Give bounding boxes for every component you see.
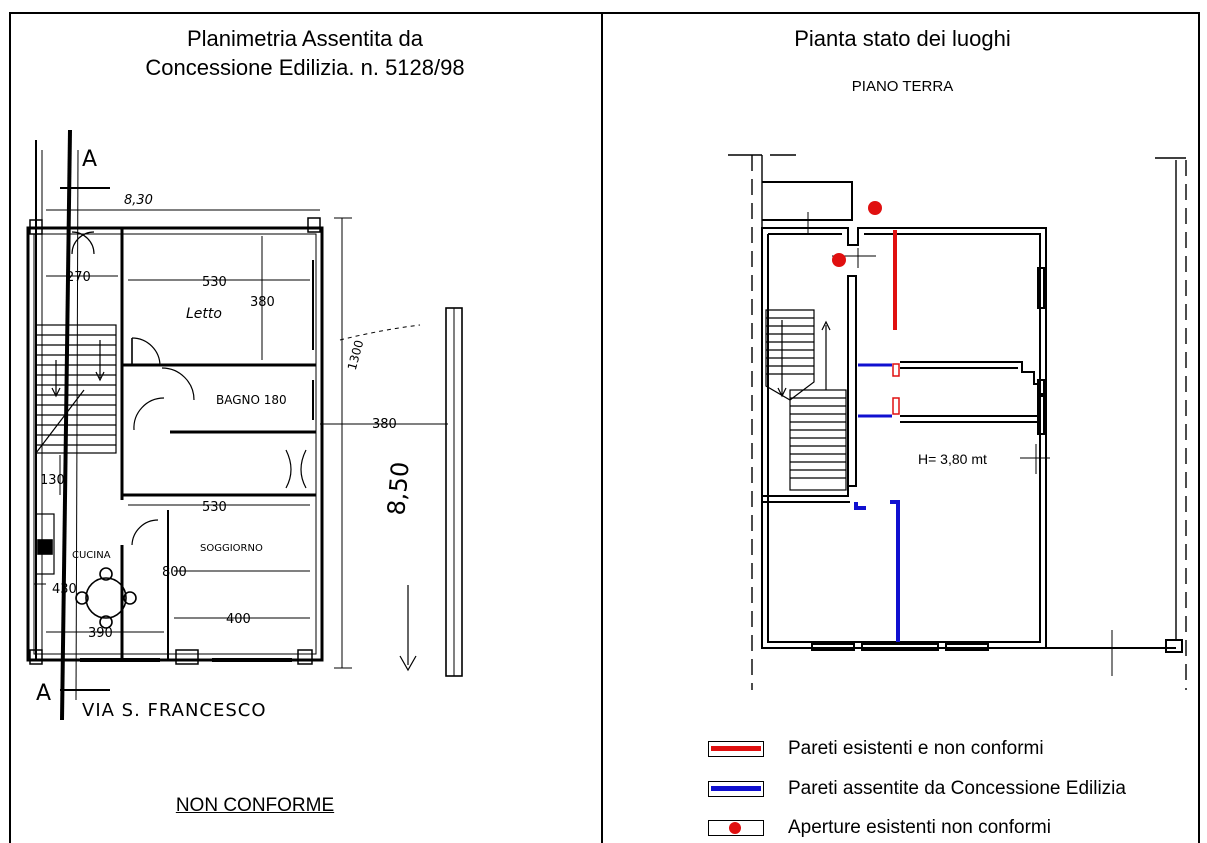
section-a-bottom: A xyxy=(36,681,51,706)
legend-red-bar-icon xyxy=(708,741,764,757)
legend-text-red-walls: Pareti esistenti e non conformi xyxy=(788,738,1044,759)
dim-430: 430 xyxy=(52,582,77,597)
legend-text-openings: Aperture esistenti non conformi xyxy=(788,817,1051,838)
dim-380-side: 380 xyxy=(372,417,397,432)
section-a-top: A xyxy=(82,147,97,172)
legend-blue-bar-icon xyxy=(708,781,764,797)
legend-row-openings: Aperture esistenti non conformi xyxy=(708,816,1051,840)
dim-width-total: 8,30 xyxy=(124,193,153,208)
non-conforming-opening-2 xyxy=(832,253,846,267)
left-panel-title: Planimetria Assentita da Concessione Edi… xyxy=(20,24,590,82)
dim-800: 800 xyxy=(162,565,187,580)
panel-divider xyxy=(601,12,603,843)
dim-380-room: 380 xyxy=(250,295,275,310)
street-label: VIA S. FRANCESCO xyxy=(82,700,267,721)
dim-130: 130 xyxy=(40,473,65,488)
legend-row-red-walls: Pareti esistenti e non conformi xyxy=(708,737,1044,761)
dim-390: 390 xyxy=(88,626,113,641)
room-soggiorno: SOGGIORNO xyxy=(200,543,263,554)
approved-outer-walls xyxy=(26,226,324,662)
kitchen-table-icon xyxy=(85,577,127,619)
left-title-line1: Planimetria Assentita da xyxy=(186,26,424,51)
non-conforming-opening-1 xyxy=(868,201,882,215)
status-non-conforme: NON CONFORME xyxy=(175,795,335,816)
room-cucina: CUCINA xyxy=(72,550,111,561)
dim-270: 270 xyxy=(66,270,91,285)
dim-530-mid: 530 xyxy=(202,500,227,515)
left-title-line2: Concessione Edilizia. n. 5128/98 xyxy=(145,55,465,80)
right-panel-subtitle: PIANO TERRA xyxy=(851,78,954,95)
legend-text-blue-walls: Pareti assentite da Concessione Edilizia xyxy=(788,778,1126,799)
dim-850: 8,50 xyxy=(382,461,415,517)
room-letto: Letto xyxy=(186,306,222,322)
legend-row-blue-walls: Pareti assentite da Concessione Edilizia xyxy=(708,777,1126,801)
survey-staircase xyxy=(765,309,847,491)
dim-400: 400 xyxy=(226,612,251,627)
room-bagno: BAGNO 180 xyxy=(216,393,287,407)
legend-red-dot-icon xyxy=(708,820,764,836)
height-label: H= 3,80 mt xyxy=(918,451,987,467)
approved-staircase xyxy=(35,324,117,454)
right-panel-title: Pianta stato dei luoghi xyxy=(794,26,1011,51)
drawing-frame xyxy=(9,12,1200,843)
approved-walls xyxy=(854,500,900,642)
dim-530-top: 530 xyxy=(202,275,227,290)
